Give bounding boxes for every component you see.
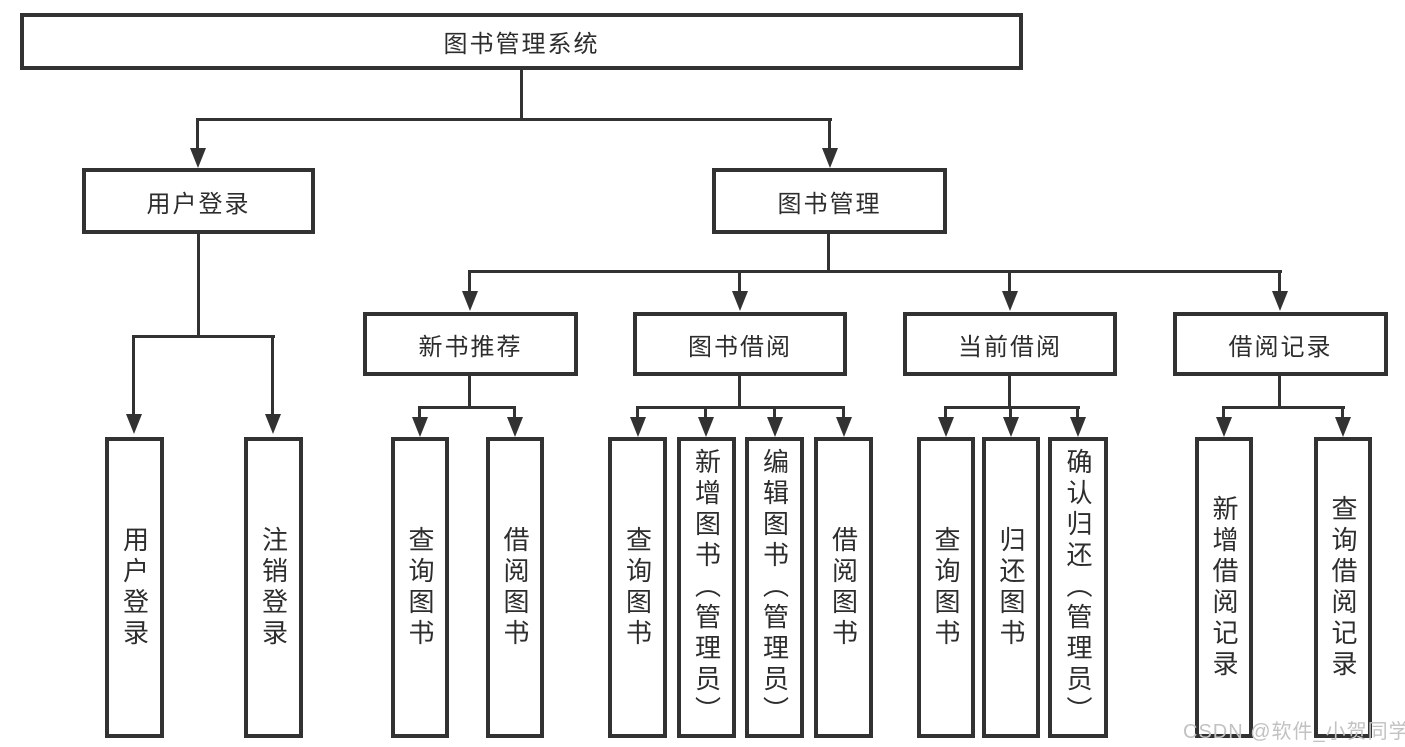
connector-bb-down	[738, 375, 741, 408]
node-label: 注销登录	[258, 525, 289, 650]
node-borrowing-records: 借阅记录	[1173, 312, 1388, 376]
connector-level2-bus	[196, 118, 832, 121]
node-label: 归还图书	[996, 525, 1026, 650]
leaf-logout: 注销登录	[244, 437, 303, 738]
leaf-bb-borrow-books: 借阅图书	[814, 437, 873, 738]
node-label: 用户登录	[146, 190, 251, 218]
connector-stub	[944, 406, 947, 419]
connector-cb-bus	[944, 406, 1080, 409]
leaf-br-query-record: 查询借阅记录	[1314, 437, 1372, 738]
connector-stub	[828, 118, 831, 150]
connector-bb-bus	[636, 406, 845, 409]
connector-stub	[1076, 406, 1079, 419]
node-label: 查询借阅记录	[1328, 494, 1358, 681]
node-label: 新增借阅记录	[1209, 494, 1239, 681]
node-label: 图书管理系统	[443, 31, 600, 58]
leaf-br-add-record: 新增借阅记录	[1195, 437, 1253, 738]
leaf-cb-return-books: 归还图书	[982, 437, 1040, 738]
node-new-book-recommendation: 新书推荐	[363, 312, 578, 376]
connector-stub	[271, 335, 274, 415]
node-label: 借阅记录	[1228, 333, 1333, 361]
arrow-down-icon	[732, 291, 748, 311]
connector-stub	[773, 406, 776, 419]
node-label: 借阅图书	[828, 525, 859, 650]
connector-stub	[636, 406, 639, 419]
connector-stub	[738, 270, 741, 293]
connector-stub	[132, 335, 135, 415]
node-label: 查询图书	[622, 525, 653, 650]
arrow-down-icon	[462, 291, 478, 311]
connector-stub	[1008, 270, 1011, 293]
arrow-down-icon	[1070, 417, 1086, 437]
arrow-down-icon	[412, 417, 428, 437]
arrow-down-icon	[698, 417, 714, 437]
connector-stub	[704, 406, 707, 419]
node-label: 借阅图书	[500, 525, 530, 650]
connector-stub	[513, 406, 516, 419]
arrow-down-icon	[1003, 417, 1019, 437]
arrow-down-icon	[1272, 291, 1288, 311]
connector-userlogin-bus	[132, 335, 275, 338]
node-label: 新书推荐	[418, 333, 523, 361]
node-library-system: 图书管理系统	[20, 13, 1023, 70]
arrow-down-icon	[1335, 417, 1351, 437]
node-label: 当前借阅	[958, 333, 1062, 361]
node-label: 编辑图书（管理员）	[759, 448, 790, 727]
connector-stub	[418, 406, 421, 419]
node-current-borrowing: 当前借阅	[903, 312, 1117, 376]
connector-level3-bus	[468, 270, 1282, 273]
leaf-bb-query-books: 查询图书	[608, 437, 667, 738]
leaf-user-login: 用户登录	[105, 437, 164, 738]
arrow-down-icon	[190, 148, 206, 168]
arrow-down-icon	[507, 417, 523, 437]
node-label: 图书管理	[777, 190, 882, 218]
connector-root-down	[520, 70, 523, 120]
arrow-down-icon	[822, 148, 838, 168]
leaf-nbr-borrow-books: 借阅图书	[486, 437, 544, 738]
connector-br-down	[1278, 375, 1281, 408]
arrow-down-icon	[126, 414, 142, 434]
connector-stub	[1341, 406, 1344, 419]
connector-br-bus	[1222, 406, 1345, 409]
arrow-down-icon	[630, 417, 646, 437]
node-label: 查询图书	[931, 525, 961, 650]
node-label: 图书借阅	[688, 333, 792, 361]
node-label: 新增图书（管理员）	[691, 448, 722, 727]
leaf-bb-add-book-admin: 新增图书（管理员）	[677, 437, 736, 738]
watermark: CSDN @软件_小贺同学	[1183, 721, 1405, 743]
arrow-down-icon	[767, 417, 783, 437]
node-label: 确认归还（管理员）	[1063, 448, 1093, 727]
arrow-down-icon	[836, 417, 852, 437]
connector-stub	[1009, 406, 1012, 419]
connector-stub	[842, 406, 845, 419]
connector-bookmgmt-down	[827, 233, 830, 273]
connector-stub	[196, 118, 199, 150]
node-book-management: 图书管理	[712, 168, 947, 234]
connector-nbr-down	[468, 375, 471, 408]
arrow-down-icon	[938, 417, 954, 437]
connector-nbr-bus	[419, 406, 516, 409]
node-label: 查询图书	[405, 525, 435, 650]
connector-userlogin-down	[197, 233, 200, 337]
node-user-login: 用户登录	[82, 168, 315, 234]
connector-cb-down	[1008, 375, 1011, 408]
connector-stub	[1278, 270, 1281, 293]
leaf-bb-edit-book-admin: 编辑图书（管理员）	[745, 437, 804, 738]
arrow-down-icon	[265, 414, 281, 434]
node-book-borrowing: 图书借阅	[633, 312, 847, 376]
connector-stub	[1222, 406, 1225, 419]
connector-stub	[468, 270, 471, 293]
arrow-down-icon	[1002, 291, 1018, 311]
arrow-down-icon	[1216, 417, 1232, 437]
leaf-cb-query-books: 查询图书	[917, 437, 975, 738]
leaf-cb-confirm-return-admin: 确认归还（管理员）	[1048, 437, 1108, 738]
node-label: 用户登录	[119, 525, 150, 650]
leaf-nbr-query-books: 查询图书	[391, 437, 449, 738]
